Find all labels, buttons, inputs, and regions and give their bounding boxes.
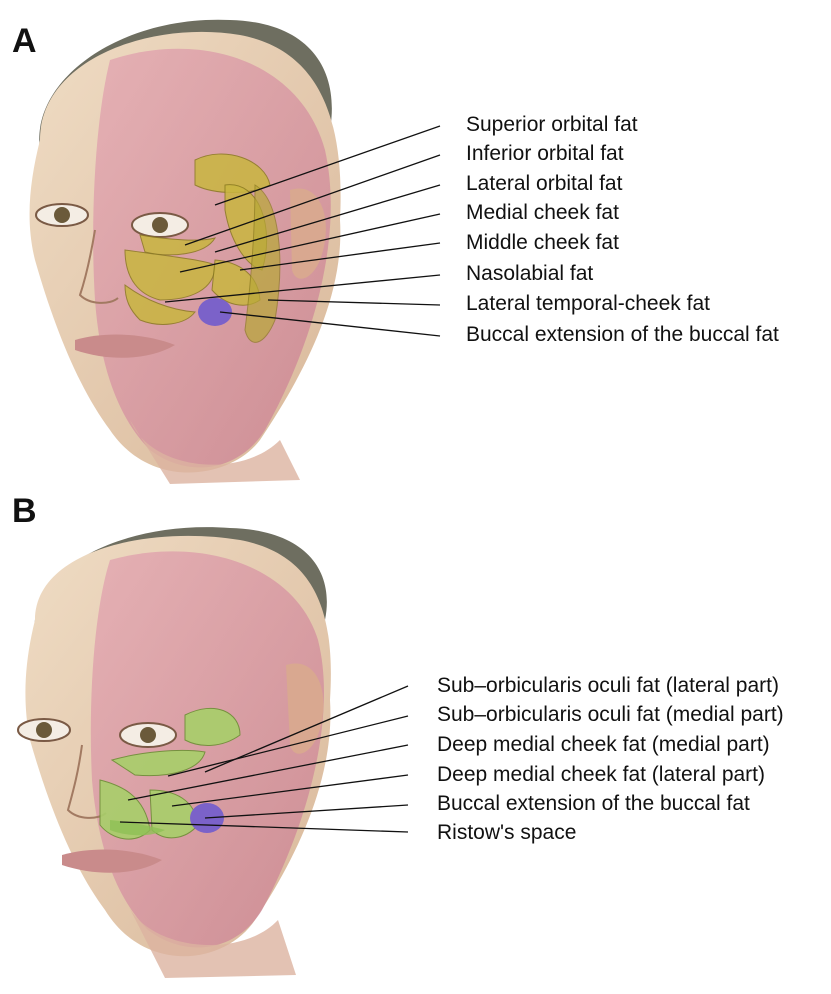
label-inferior-orbital-fat: Inferior orbital fat	[466, 143, 624, 164]
head-illustration-b	[18, 527, 331, 978]
label-lateral-temporal-cheek-fat: Lateral temporal-cheek fat	[466, 293, 710, 314]
iris-left-a	[54, 207, 70, 223]
iris-right-b	[140, 727, 156, 743]
iris-right-a	[152, 217, 168, 233]
head-illustration-a	[30, 20, 341, 484]
label-superior-orbital-fat: Superior orbital fat	[466, 114, 638, 135]
label-medial-cheek-fat: Medial cheek fat	[466, 202, 619, 223]
label-soof-lateral: Sub–orbicularis oculi fat (lateral part)	[437, 675, 779, 696]
fat-buccal-extension-a	[198, 298, 232, 326]
muscle-layer-b	[91, 551, 324, 947]
label-deep-medial-cheek-lateral: Deep medial cheek fat (lateral part)	[437, 764, 765, 785]
label-deep-medial-cheek-medial: Deep medial cheek fat (medial part)	[437, 734, 770, 755]
label-middle-cheek-fat: Middle cheek fat	[466, 232, 619, 253]
label-soof-medial: Sub–orbicularis oculi fat (medial part)	[437, 704, 784, 725]
label-lateral-orbital-fat: Lateral orbital fat	[466, 173, 622, 194]
label-nasolabial-fat: Nasolabial fat	[466, 263, 593, 284]
label-ristows-space: Ristow's space	[437, 822, 576, 843]
label-buccal-extension-a: Buccal extension of the buccal fat	[466, 324, 779, 345]
label-buccal-extension-b: Buccal extension of the buccal fat	[437, 793, 750, 814]
iris-left-b	[36, 722, 52, 738]
